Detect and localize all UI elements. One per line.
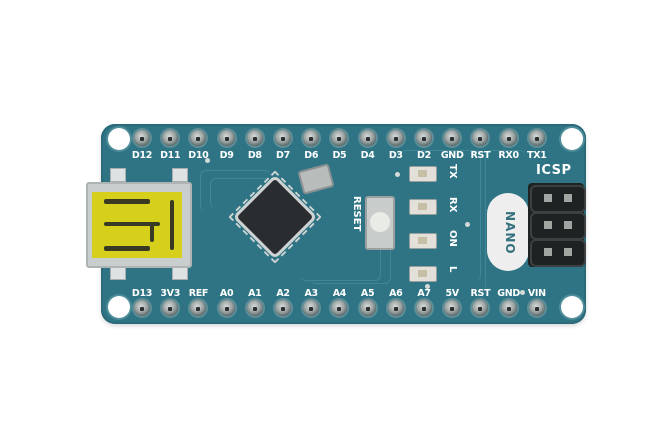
header-pin xyxy=(500,300,517,316)
pin-label: VIN xyxy=(527,288,546,299)
icsp-header xyxy=(528,183,586,267)
pin-label: A4 xyxy=(332,288,347,299)
led-label-rx: RX xyxy=(447,197,458,213)
pin-label: D8 xyxy=(247,150,262,161)
pin-label: GND xyxy=(497,288,520,299)
pin-label: D9 xyxy=(219,150,234,161)
header-pin xyxy=(218,300,235,316)
pin-label: A6 xyxy=(389,288,403,299)
header-pin xyxy=(275,130,291,146)
mounting-hole-top-left xyxy=(108,128,130,150)
pin-label: RST xyxy=(470,288,491,299)
pin-label: D10 xyxy=(188,150,209,161)
header-pin xyxy=(500,130,517,146)
header-pin xyxy=(331,130,348,146)
header-pin xyxy=(303,300,320,316)
led-label-tx: TX xyxy=(447,164,458,179)
header-pin xyxy=(444,130,461,146)
header-pin xyxy=(444,300,461,316)
pin-label: D2 xyxy=(417,150,431,161)
via xyxy=(395,172,400,177)
led-on xyxy=(409,233,437,249)
pin-label: D3 xyxy=(388,150,403,161)
header-pin xyxy=(190,300,207,316)
header-pin xyxy=(387,130,404,146)
pcb-trace xyxy=(300,235,381,281)
header-pin xyxy=(331,300,348,316)
header-pin xyxy=(472,130,489,146)
reset-button[interactable] xyxy=(365,196,395,250)
header-pin xyxy=(246,130,263,146)
led-tx xyxy=(409,166,437,182)
via xyxy=(425,284,430,289)
pin-label: A5 xyxy=(360,288,375,299)
header-pin xyxy=(416,130,432,146)
header-pin xyxy=(359,300,376,316)
pin-label: A0 xyxy=(219,288,234,299)
header-pin xyxy=(218,130,235,146)
header-pin xyxy=(387,300,404,316)
pin-label: 5V xyxy=(445,288,460,299)
pcb-trace xyxy=(310,245,391,284)
pin-label: 3V3 xyxy=(160,288,181,299)
led-l xyxy=(409,266,437,282)
pin-label: RST xyxy=(470,150,491,161)
header-pin xyxy=(528,130,545,146)
pin-label: A3 xyxy=(304,288,319,299)
pin-label: D13 xyxy=(131,288,153,299)
header-pin xyxy=(190,130,207,146)
nano-label: NANO xyxy=(503,211,517,255)
nano-badge: NANO xyxy=(487,193,529,271)
mounting-hole-bottom-left xyxy=(108,296,130,318)
icsp-label: ICSP xyxy=(536,163,572,178)
pcb-trace xyxy=(210,178,271,209)
pin-label: D6 xyxy=(304,150,319,161)
mounting-hole-bottom-right xyxy=(561,296,583,318)
via xyxy=(465,222,470,227)
pin-label: REF xyxy=(188,288,209,299)
header-pin xyxy=(275,300,291,316)
pin-label: TX1 xyxy=(527,150,547,161)
usb-mount-tab xyxy=(110,168,126,182)
header-pin xyxy=(134,130,150,146)
mounting-hole-top-right xyxy=(561,128,583,150)
usb-mount-tab xyxy=(172,266,188,280)
header-pin xyxy=(528,300,545,316)
mini-usb-port[interactable] xyxy=(86,182,192,268)
pin-label: D11 xyxy=(160,150,181,161)
reset-label: RESET xyxy=(351,196,362,232)
via xyxy=(205,158,210,163)
led-label-l: L xyxy=(447,266,458,273)
pin-label: RX0 xyxy=(498,150,519,161)
usb-port-opening xyxy=(92,192,182,258)
pin-label: D5 xyxy=(332,150,347,161)
header-pin xyxy=(303,130,320,146)
pin-label: A1 xyxy=(248,288,262,299)
pin-label: D7 xyxy=(276,150,290,161)
header-pin xyxy=(359,130,376,146)
pin-label: D12 xyxy=(131,150,153,161)
header-pin xyxy=(472,300,489,316)
header-pin xyxy=(416,300,432,316)
pin-label: A7 xyxy=(417,288,431,299)
pcb-trace xyxy=(200,170,271,211)
pcb-trace xyxy=(485,150,526,291)
pin-label: D4 xyxy=(360,150,375,161)
header-pin xyxy=(134,300,150,316)
reset-button-cap[interactable] xyxy=(370,212,390,232)
header-pin xyxy=(162,300,179,316)
pcb-trace xyxy=(400,150,481,281)
led-label-on: ON xyxy=(447,230,458,247)
via xyxy=(520,290,525,295)
led-rx xyxy=(409,199,437,215)
pin-label: A2 xyxy=(276,288,290,299)
usb-mount-tab xyxy=(110,266,126,280)
pin-label: GND xyxy=(440,150,464,161)
header-pin xyxy=(246,300,263,316)
header-pin xyxy=(162,130,179,146)
usb-mount-tab xyxy=(172,168,188,182)
